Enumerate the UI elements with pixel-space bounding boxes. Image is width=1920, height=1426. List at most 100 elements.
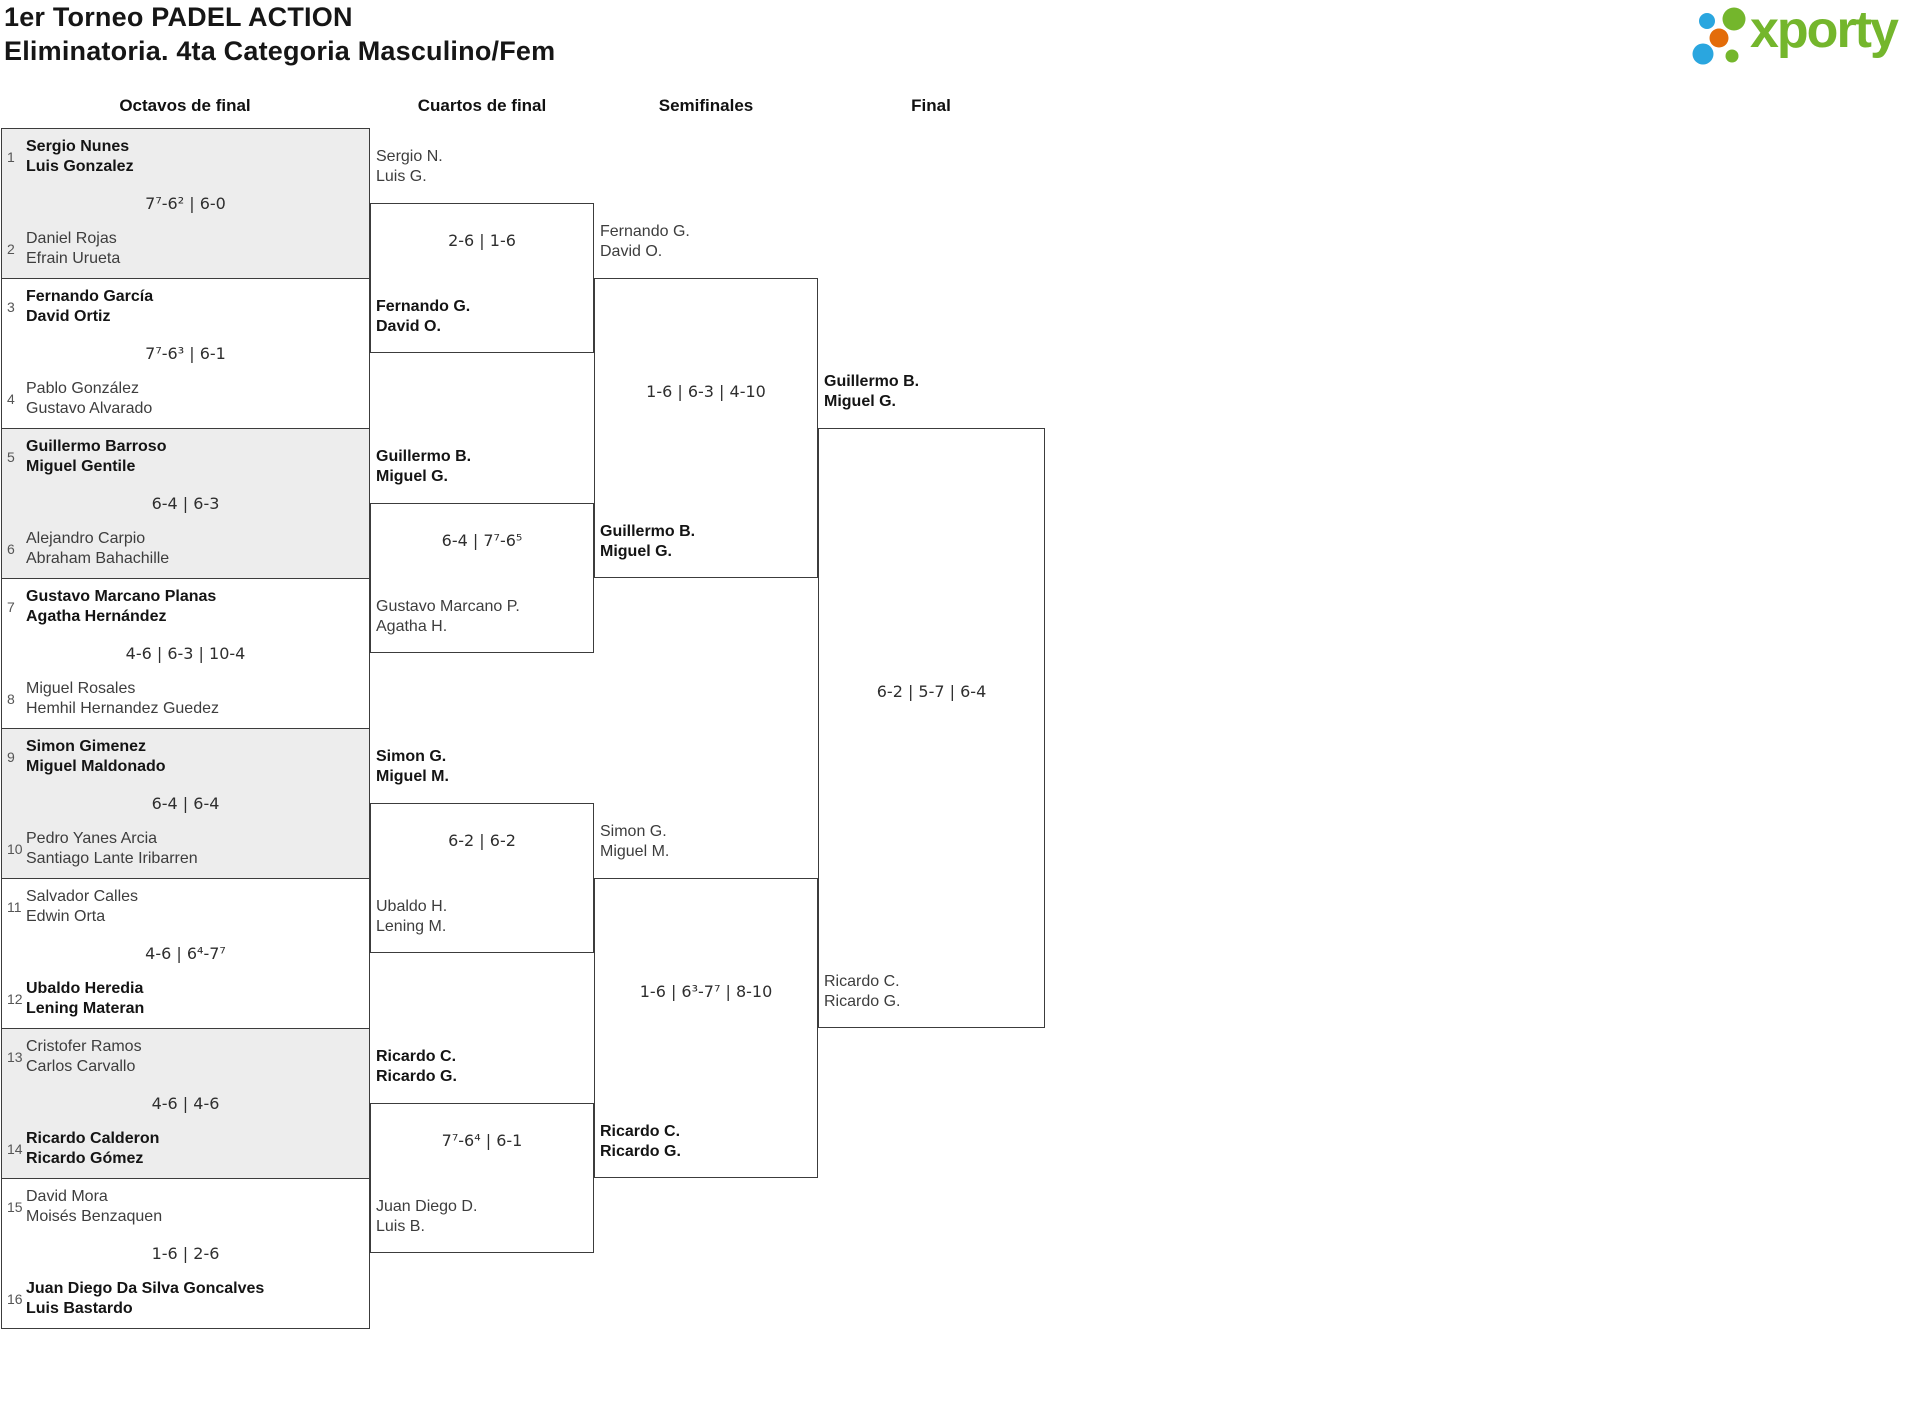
match-cuartos-2-box xyxy=(370,503,594,653)
team-name-line: Miguel G. xyxy=(824,393,896,410)
team-name-line: Ricardo Gómez xyxy=(26,1150,144,1167)
team-cuartos-3-top: Simon G. Miguel M. xyxy=(376,747,449,787)
team-octavos-6-bottom: Ubaldo Heredia Lening Materan xyxy=(26,979,144,1019)
logo-text: xporty xyxy=(1750,1,1899,59)
team-octavos-3-top: Guillermo Barroso Miguel Gentile xyxy=(26,437,166,477)
team-name-line: Simon G. xyxy=(376,748,447,765)
match-score: 7⁷-6³ | 6-1 xyxy=(145,344,226,363)
team-name-line: Pablo González xyxy=(26,380,139,397)
team-name-line: Luis G. xyxy=(376,168,427,185)
team-name-line: Fernando G. xyxy=(376,298,471,315)
team-name-line: Ricardo G. xyxy=(600,1143,681,1160)
seed-number: 4 xyxy=(7,391,15,407)
match-score: 6-4 | 6-3 xyxy=(151,494,220,513)
team-octavos-5-bottom: Pedro Yanes Arcia Santiago Lante Iribarr… xyxy=(26,829,198,869)
team-name-line: Alejandro Carpio xyxy=(26,530,146,547)
seed-number: 12 xyxy=(7,991,23,1007)
team-name-line: Miguel Gentile xyxy=(26,458,136,475)
team-name-line: Gustavo Marcano P. xyxy=(376,598,520,615)
team-octavos-5-top: Simon Gimenez Miguel Maldonado xyxy=(26,737,166,777)
seed-number: 8 xyxy=(7,691,15,707)
team-octavos-8-bottom: Juan Diego Da Silva Goncalves Luis Basta… xyxy=(26,1279,264,1319)
match-score: 2-6 | 1-6 xyxy=(448,231,516,250)
team-semifinal-1-top: Fernando G. David O. xyxy=(600,222,690,262)
seed-number: 10 xyxy=(7,841,23,857)
match-score: 4-6 | 6⁴-7⁷ xyxy=(145,944,226,963)
round-header-final: Final xyxy=(911,96,951,115)
team-name-line: Ricardo C. xyxy=(376,1048,457,1065)
team-name-line: Ricardo Calderon xyxy=(26,1130,160,1147)
team-octavos-8-top: David Mora Moisés Benzaquen xyxy=(26,1187,162,1227)
page-title-line1: 1er Torneo PADEL ACTION xyxy=(4,2,353,32)
team-name-line: Miguel G. xyxy=(376,468,448,485)
team-name-line: Efrain Urueta xyxy=(26,250,121,267)
match-octavos-3: 5 Guillermo Barroso Miguel Gentile 6-4 |… xyxy=(1,428,370,579)
seed-number: 13 xyxy=(7,1049,23,1065)
team-cuartos-2-bottom: Gustavo Marcano P. Agatha H. xyxy=(376,597,520,637)
match-score: 6-2 | 6-2 xyxy=(448,831,516,850)
team-name-line: Guillermo B. xyxy=(376,448,472,465)
match-score: 1-6 | 2-6 xyxy=(151,1244,220,1263)
match-score: 7⁷-6⁴ | 6-1 xyxy=(441,1131,523,1150)
seed-number: 14 xyxy=(7,1141,23,1157)
team-name-line: Luis B. xyxy=(376,1218,425,1235)
match-score: 1-6 | 6-3 | 4-10 xyxy=(646,382,766,401)
team-name-line: Guillermo B. xyxy=(824,373,920,390)
team-name-line: Gustavo Alvarado xyxy=(26,400,153,417)
team-name-line: Abraham Bahachille xyxy=(26,550,170,567)
match-score: 6-4 | 6-4 xyxy=(151,794,220,813)
team-name-line: David O. xyxy=(600,243,663,260)
team-cuartos-1-top: Sergio N. Luis G. xyxy=(376,147,443,187)
team-name-line: Miguel M. xyxy=(600,843,670,860)
match-octavos-2: 3 Fernando García David Ortiz 7⁷-6³ | 6-… xyxy=(1,278,370,429)
round-header-octavos: Octavos de final xyxy=(119,96,251,115)
team-name-line: Salvador Calles xyxy=(26,888,139,905)
team-name-line: Ricardo G. xyxy=(376,1068,457,1085)
team-name-line: Miguel Maldonado xyxy=(26,758,166,775)
team-name-line: Guillermo Barroso xyxy=(26,438,167,455)
team-name-line: Fernando G. xyxy=(600,223,690,240)
seed-number: 16 xyxy=(7,1291,23,1307)
team-name-line: Moisés Benzaquen xyxy=(26,1208,163,1225)
team-name-line: Miguel G. xyxy=(600,543,672,560)
seed-number: 1 xyxy=(7,149,15,165)
team-name-line: Santiago Lante Iribarren xyxy=(26,850,198,867)
match-score: 7⁷-6² | 6-0 xyxy=(145,194,226,213)
team-cuartos-2-top: Guillermo B. Miguel G. xyxy=(376,447,471,487)
team-name-line: Lening M. xyxy=(376,918,447,935)
team-octavos-2-bottom: Pablo González Gustavo Alvarado xyxy=(26,379,152,419)
match-octavos-7: 13 Cristofer Ramos Carlos Carvallo 4-6 |… xyxy=(1,1028,370,1179)
team-name-line: Carlos Carvallo xyxy=(26,1058,136,1075)
team-octavos-1-top: Sergio Nunes Luis Gonzalez xyxy=(26,137,134,177)
team-name-line: Sergio N. xyxy=(376,148,443,165)
seed-number: 6 xyxy=(7,541,15,557)
match-octavos-5: 9 Simon Gimenez Miguel Maldonado 6-4 | 6… xyxy=(1,728,370,879)
seed-number: 11 xyxy=(7,899,22,915)
team-name-line: Ricardo C. xyxy=(824,973,900,990)
match-octavos-4: 7 Gustavo Marcano Planas Agatha Hernánde… xyxy=(1,578,370,729)
seed-number: 9 xyxy=(7,749,15,765)
team-name-line: Juan Diego Da Silva Goncalves xyxy=(26,1280,265,1297)
team-name-line: Ubaldo H. xyxy=(376,898,448,915)
team-octavos-1-bottom: Daniel Rojas Efrain Urueta xyxy=(26,229,120,269)
team-octavos-4-top: Gustavo Marcano Planas Agatha Hernández xyxy=(26,587,216,627)
match-score: 4-6 | 6-3 | 10-4 xyxy=(125,644,246,663)
team-name-line: Fernando García xyxy=(26,288,154,305)
team-name-line: Pedro Yanes Arcia xyxy=(26,830,158,847)
seed-number: 2 xyxy=(7,241,15,257)
team-name-line: Simon G. xyxy=(600,823,667,840)
team-name-line: Gustavo Marcano Planas xyxy=(26,588,217,605)
team-name-line: Ricardo G. xyxy=(824,993,901,1010)
team-octavos-4-bottom: Miguel Rosales Hemhil Hernandez Guedez xyxy=(26,679,219,719)
match-octavos-1: 1 Sergio Nunes Luis Gonzalez 7⁷-6² | 6-0… xyxy=(1,128,370,279)
team-octavos-7-top: Cristofer Ramos Carlos Carvallo xyxy=(26,1037,142,1077)
team-octavos-3-bottom: Alejandro Carpio Abraham Bahachille xyxy=(26,529,169,569)
team-octavos-6-top: Salvador Calles Edwin Orta xyxy=(26,887,138,927)
team-name-line: Miguel Rosales xyxy=(26,680,136,697)
team-name-line: Luis Gonzalez xyxy=(26,158,134,175)
match-semifinal-2-box xyxy=(594,878,818,1178)
page-title-line2: Eliminatoria. 4ta Categoria Masculino/Fe… xyxy=(4,36,556,66)
match-cuartos-3-box xyxy=(370,803,594,953)
seed-number: 5 xyxy=(7,449,15,465)
